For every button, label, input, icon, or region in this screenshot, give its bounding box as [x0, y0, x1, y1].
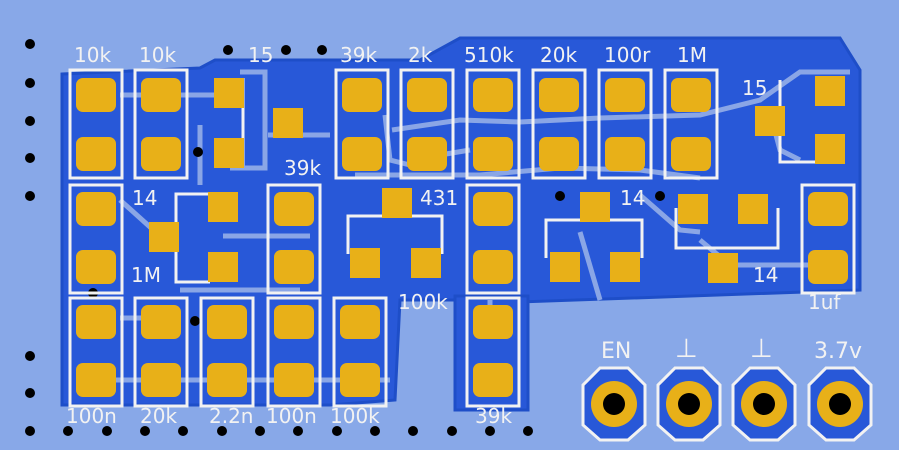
label-r-mid-3: 100k [398, 290, 448, 314]
label-pin-gnd-2: ⊥ [750, 334, 773, 364]
part-r-top-5 [465, 68, 521, 180]
label-r-top-5: 510k [464, 43, 514, 67]
part-q-top-1 [214, 78, 303, 168]
label-r-bot-1: 20k [140, 404, 178, 428]
label-c-bot-1: 100n [66, 404, 117, 428]
part-u-mid [346, 188, 444, 278]
label-r-top-3: 39k [340, 43, 378, 67]
header-connector [581, 366, 873, 442]
smd-parts [68, 68, 856, 408]
label-r-top-4: 2k [408, 43, 433, 67]
part-r-bot-1 [133, 296, 189, 408]
part-q-mid-2 [544, 192, 644, 282]
label-r-mid-1: 39k [284, 156, 322, 180]
label-r-top-2: 10k [139, 43, 177, 67]
sot23-parts [149, 76, 845, 284]
part-r-mid-3 [465, 183, 521, 295]
label-r-mid-2: 1M [131, 263, 161, 287]
label-q-mid-1: 14 [132, 186, 158, 210]
label-pin-en: EN [601, 339, 632, 364]
drill-holes [25, 39, 665, 436]
label-q-mid-3: 14 [753, 263, 779, 287]
part-q-top-2 [755, 76, 845, 164]
label-c-bot-2: 2.2n [209, 404, 254, 428]
part-r-bot-3 [465, 296, 521, 408]
label-pin-gnd-1: ⊥ [675, 334, 698, 364]
label-r-top-7: 100r [604, 43, 651, 67]
pin-gnd-2 [731, 366, 797, 442]
label-r-top-6: 20k [540, 43, 578, 67]
part-r-top-7 [597, 68, 653, 180]
label-q-top-2: 15 [742, 76, 768, 100]
pin-vcc [807, 366, 873, 442]
part-q-mid-3 [674, 194, 780, 283]
part-c-bot-1 [68, 296, 124, 408]
label-c-bot-3: 100n [266, 404, 317, 428]
label-r-bot-2: 100k [330, 404, 380, 428]
label-r-top-8: 1M [677, 43, 707, 67]
part-r-top-4 [399, 68, 455, 180]
part-r-mid-left [68, 183, 124, 295]
part-r-top-1 [68, 68, 124, 180]
label-r-top-1: 10k [74, 43, 112, 67]
part-r-top-6 [531, 68, 587, 180]
part-c-bot-2 [199, 296, 255, 408]
part-c-bot-3 [266, 296, 322, 408]
label-u-mid: 431 [420, 186, 459, 210]
part-r-top-8 [663, 68, 719, 180]
pin-en [581, 366, 647, 442]
part-r-bot-2 [332, 296, 388, 408]
label-c-mid: 1uf [808, 290, 841, 314]
part-r-top-2 [133, 68, 189, 180]
label-r-bot-3: 39k [475, 404, 513, 428]
pin-gnd-1 [656, 366, 722, 442]
part-r-mid-1 [266, 183, 322, 295]
part-r-top-3 [334, 68, 390, 180]
label-q-top-1: 15 [248, 43, 274, 67]
part-q-mid-1 [149, 192, 238, 284]
label-q-mid-2: 14 [620, 186, 646, 210]
part-c-mid [800, 183, 856, 295]
label-pin-vcc: 3.7v [814, 339, 863, 364]
